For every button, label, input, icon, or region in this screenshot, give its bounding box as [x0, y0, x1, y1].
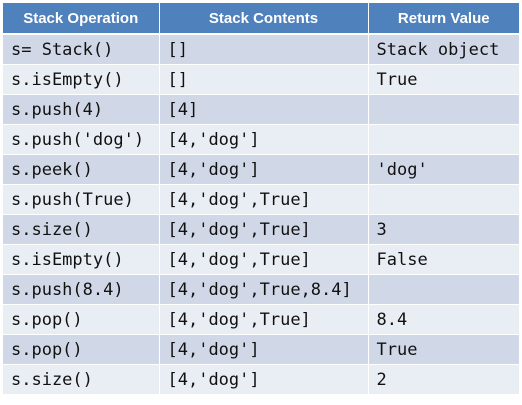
contents-cell: [4,'dog',True]: [159, 304, 369, 335]
operation-cell: s.isEmpty(): [3, 64, 160, 95]
contents-cell: [4,'dog']: [159, 334, 369, 365]
operation-cell: s.push('dog'): [3, 124, 160, 155]
contents-cell: []: [159, 64, 369, 95]
operation-cell: s.pop(): [3, 334, 160, 365]
header-row: Stack Operation Stack Contents Return Va…: [3, 3, 519, 35]
operation-cell: s.size(): [3, 364, 160, 395]
return-value-cell: True: [368, 334, 519, 365]
table-row: s.push(4) [4]: [3, 94, 519, 125]
table-body: s= Stack() [] Stack object s.isEmpty() […: [3, 34, 519, 395]
return-value-cell: 2: [368, 364, 519, 395]
return-value-cell: [368, 184, 519, 215]
return-value-cell: 8.4: [368, 304, 519, 335]
return-value-cell: Stack object: [368, 34, 519, 65]
header-return-value: Return Value: [368, 3, 519, 35]
table-row: s.pop() [4,'dog',True] 8.4: [3, 304, 519, 335]
return-value-cell: 3: [368, 214, 519, 245]
return-value-cell: 'dog': [368, 154, 519, 185]
contents-cell: []: [159, 34, 369, 65]
contents-cell: [4,'dog',True]: [159, 184, 369, 215]
operation-cell: s.push(4): [3, 94, 160, 125]
return-value-cell: False: [368, 244, 519, 275]
table-row: s.push('dog') [4,'dog']: [3, 124, 519, 155]
contents-cell: [4,'dog']: [159, 364, 369, 395]
operation-cell: s.push(True): [3, 184, 160, 215]
return-value-cell: [368, 124, 519, 155]
contents-cell: [4,'dog',True]: [159, 214, 369, 245]
table-header: Stack Operation Stack Contents Return Va…: [3, 3, 519, 35]
table-row: s.isEmpty() [4,'dog',True] False: [3, 244, 519, 275]
contents-cell: [4,'dog']: [159, 124, 369, 155]
return-value-cell: [368, 94, 519, 125]
header-stack-contents: Stack Contents: [159, 3, 369, 35]
contents-cell: [4,'dog']: [159, 154, 369, 185]
table-row: s.size() [4,'dog',True] 3: [3, 214, 519, 245]
operation-cell: s.push(8.4): [3, 274, 160, 305]
header-stack-operation: Stack Operation: [3, 3, 160, 35]
contents-cell: [4,'dog',True,8.4]: [159, 274, 369, 305]
table-row: s.pop() [4,'dog'] True: [3, 334, 519, 365]
return-value-cell: [368, 274, 519, 305]
operation-cell: s.isEmpty(): [3, 244, 160, 275]
contents-cell: [4]: [159, 94, 369, 125]
return-value-cell: True: [368, 64, 519, 95]
table-row: s.peek() [4,'dog'] 'dog': [3, 154, 519, 185]
stack-operations-table-container: Stack Operation Stack Contents Return Va…: [3, 3, 519, 395]
table-row: s.push(True) [4,'dog',True]: [3, 184, 519, 215]
operation-cell: s= Stack(): [3, 34, 160, 65]
table-row: s.size() [4,'dog'] 2: [3, 364, 519, 395]
table-row: s.push(8.4) [4,'dog',True,8.4]: [3, 274, 519, 305]
operation-cell: s.pop(): [3, 304, 160, 335]
table-row: s.isEmpty() [] True: [3, 64, 519, 95]
stack-operations-table: Stack Operation Stack Contents Return Va…: [3, 3, 519, 395]
operation-cell: s.size(): [3, 214, 160, 245]
contents-cell: [4,'dog',True]: [159, 244, 369, 275]
operation-cell: s.peek(): [3, 154, 160, 185]
table-row: s= Stack() [] Stack object: [3, 34, 519, 65]
